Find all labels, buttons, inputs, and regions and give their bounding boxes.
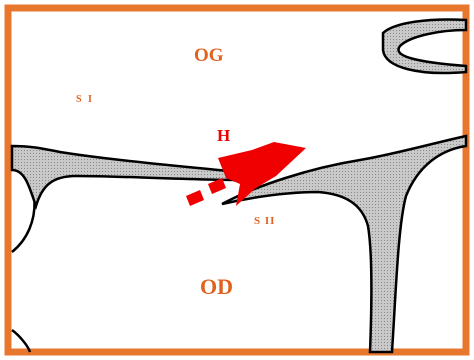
s2-label: S II	[254, 216, 275, 227]
og-label: OG	[194, 46, 224, 65]
h-label: H	[217, 127, 230, 144]
s1-label: S I	[76, 95, 94, 105]
od-label: OD	[200, 276, 233, 298]
